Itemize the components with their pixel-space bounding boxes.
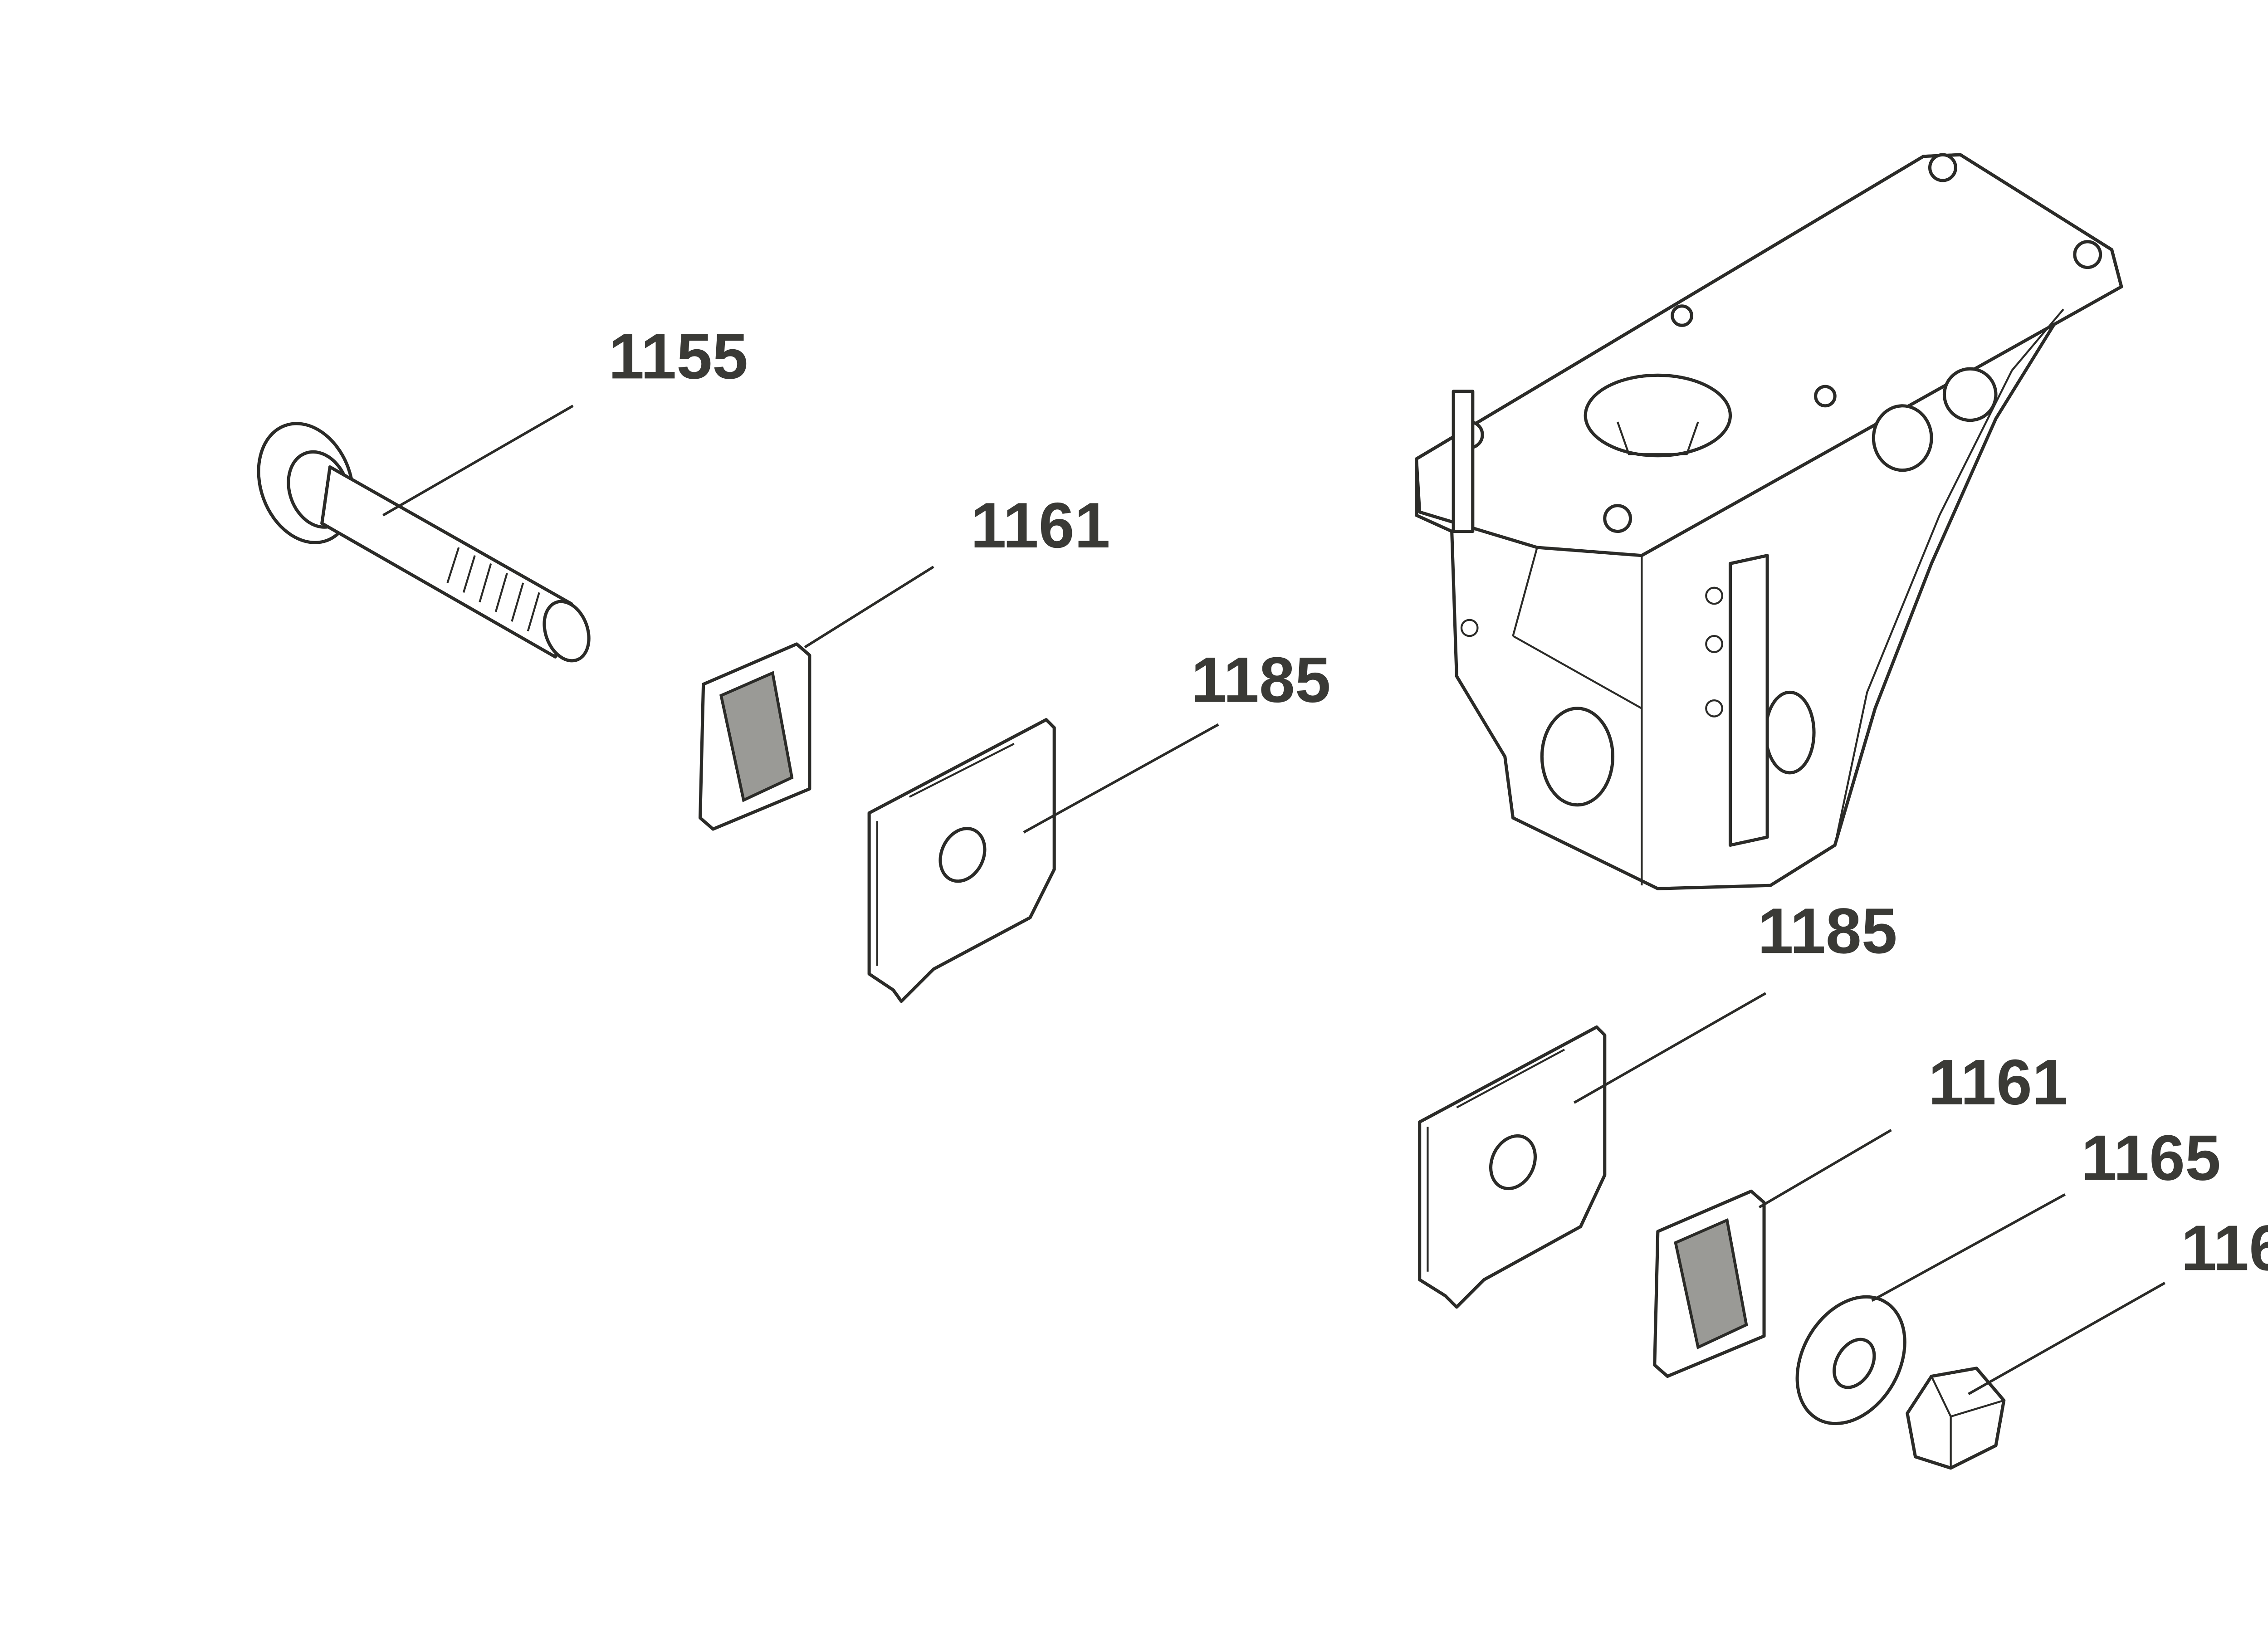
callout-label-1185-right: 1185 [1758, 895, 1897, 967]
leader-line-1161-right [1758, 1129, 1892, 1209]
plate-left-part [867, 718, 1056, 1003]
spacer-right-part [1653, 1189, 1766, 1378]
plate-right-part [1418, 1025, 1607, 1309]
callout-label-1161-left: 1161 [971, 490, 1110, 562]
washer-part [1795, 1295, 1906, 1426]
leader-line-1168 [1968, 1282, 2165, 1395]
leader-line-1185-left [1023, 723, 1219, 834]
callout-label-1185-left: 1185 [1191, 645, 1331, 716]
leader-line-1161-left [804, 566, 934, 649]
nut-part [1906, 1367, 2006, 1470]
callout-label-1165: 1165 [2081, 1123, 2221, 1194]
callout-label-1155: 1155 [608, 321, 748, 392]
leader-line-1155 [382, 405, 574, 517]
leader-line-1185-right [1573, 992, 1766, 1104]
bracket-housing [1415, 153, 2123, 890]
callout-label-1161-right: 1161 [1928, 1047, 2068, 1118]
spacer-left-part [699, 642, 811, 831]
callout-label-1168: 1168 [2181, 1212, 2268, 1284]
bolt-part [257, 422, 591, 663]
leader-line-1165 [1871, 1193, 2066, 1302]
